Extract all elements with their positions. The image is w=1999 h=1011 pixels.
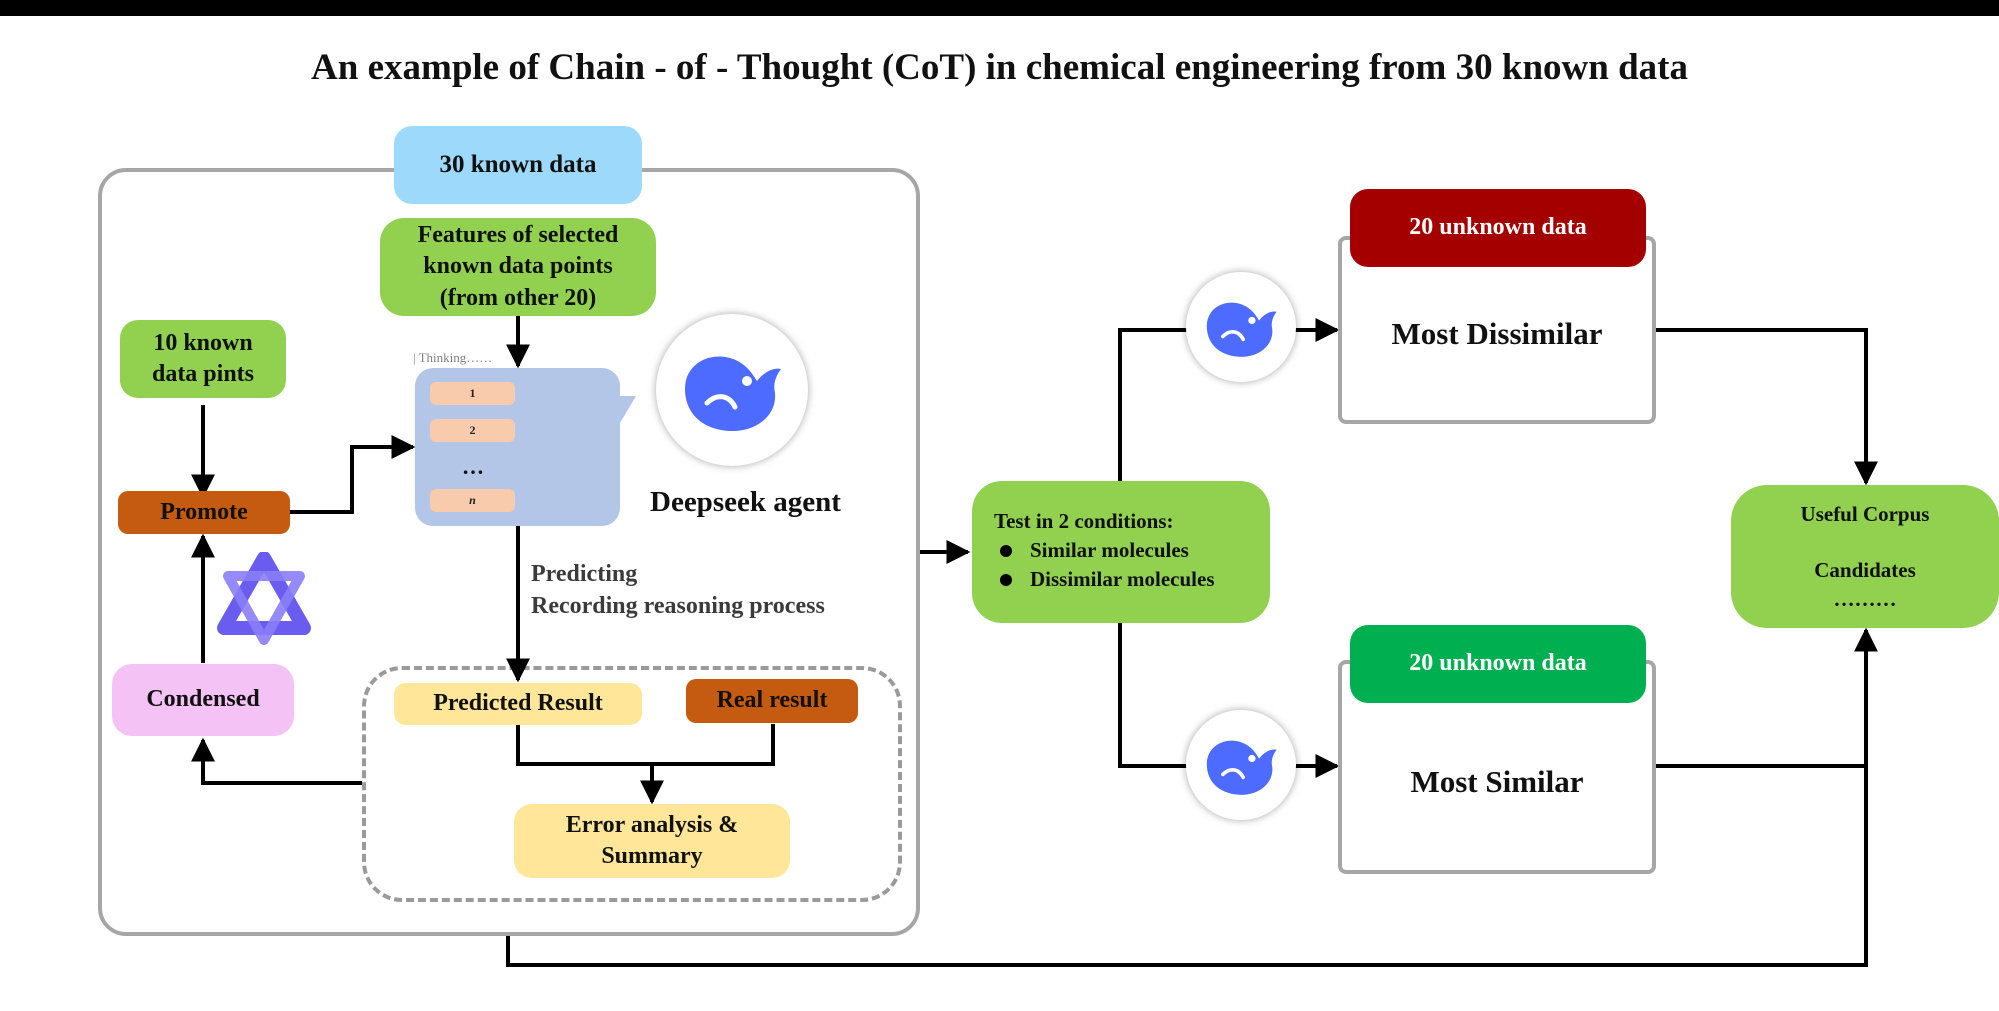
most-dissimilar-card [1338,236,1656,424]
predicting-line-2: Recording reasoning process [531,593,825,620]
deepseek-icon-top [1186,272,1296,382]
deepseek-whale-icon [685,356,781,431]
useful-line-1: Useful Corpus [1800,501,1930,526]
error-line-2: Summary [601,843,703,869]
useful-line-2: Candidates [1814,558,1916,583]
test-item-similar-label: Similar molecules [1030,538,1189,562]
deepseek-agent-label: Deepseek agent [650,486,841,518]
step-pill-2: 2 [430,419,515,442]
arrow-summary-to-condensed [191,737,362,785]
features-node: Features of selected known data points (… [380,218,656,316]
most-dissimilar-label: Most Dissimilar [1391,316,1603,351]
known-10-line-2: data pints [151,361,255,387]
test-title: Test in 2 conditions: [994,509,1174,533]
deepseek-whale-icon [1206,302,1277,357]
top-bar [0,0,1999,16]
deepseek-agent-avatar [656,314,808,466]
unknown-20-bottom-node: 20 unknown data [1350,625,1646,703]
evaluation-dashed-panel [362,666,902,902]
condensed-node: Condensed [112,664,294,736]
deepseek-icon-bottom [1186,710,1296,820]
step-pill-n: n [430,489,515,512]
arrow-dissimilar-to-useful [1655,328,1878,486]
thinking-label: | Thinking…… [413,350,493,365]
arrow-predicted-to-error [516,724,664,805]
arrow-promote-to-agent [290,435,416,514]
bullet-icon [1000,573,1012,586]
useful-line-3: ……… [1833,586,1897,611]
known-10-node: 10 known data pints [120,320,286,398]
unknown-20-top-node: 20 unknown data [1350,189,1646,267]
deepseek-whale-icon [1206,740,1277,795]
bullet-icon [1000,544,1012,557]
useful-corpus-node: Useful Corpus Candidates ……… [1731,485,1999,628]
test-conditions-node: Test in 2 conditions: Similar molecules … [972,481,1270,623]
step-pill-1: 1 [430,382,515,405]
known-10-line-1: 10 known [153,329,253,356]
error-line-1: Error analysis & [565,811,739,838]
error-analysis-node: Error analysis & Summary [514,804,790,878]
predicted-result-node: Predicted Result [394,683,642,725]
test-item-dissimilar-label: Dissimilar molecules [1030,567,1215,591]
most-similar-label: Most Similar [1410,764,1584,799]
bubble-tail [610,396,636,440]
real-result-node: Real result [686,679,858,723]
qwen-logo-icon [217,552,311,645]
test-item-dissimilar: Dissimilar molecules [994,567,1270,592]
known-30-node: 30 known data [394,126,642,204]
features-line-2: known data points [423,253,613,280]
promote-node: Promote [118,491,290,534]
test-item-similar: Similar molecules [994,538,1270,563]
features-line-1: Features of selected [417,222,619,249]
features-line-3: (from other 20) [439,284,597,311]
predicting-label: Predicting Recording reasoning process [531,558,825,623]
line-real-to-error [652,724,775,766]
diagram-title: An example of Chain - of - Thought (CoT)… [311,47,1688,88]
predicting-line-1: Predicting [531,561,638,587]
arrow-loop-to-useful [506,627,1878,967]
step-ellipsis: … [462,454,484,479]
